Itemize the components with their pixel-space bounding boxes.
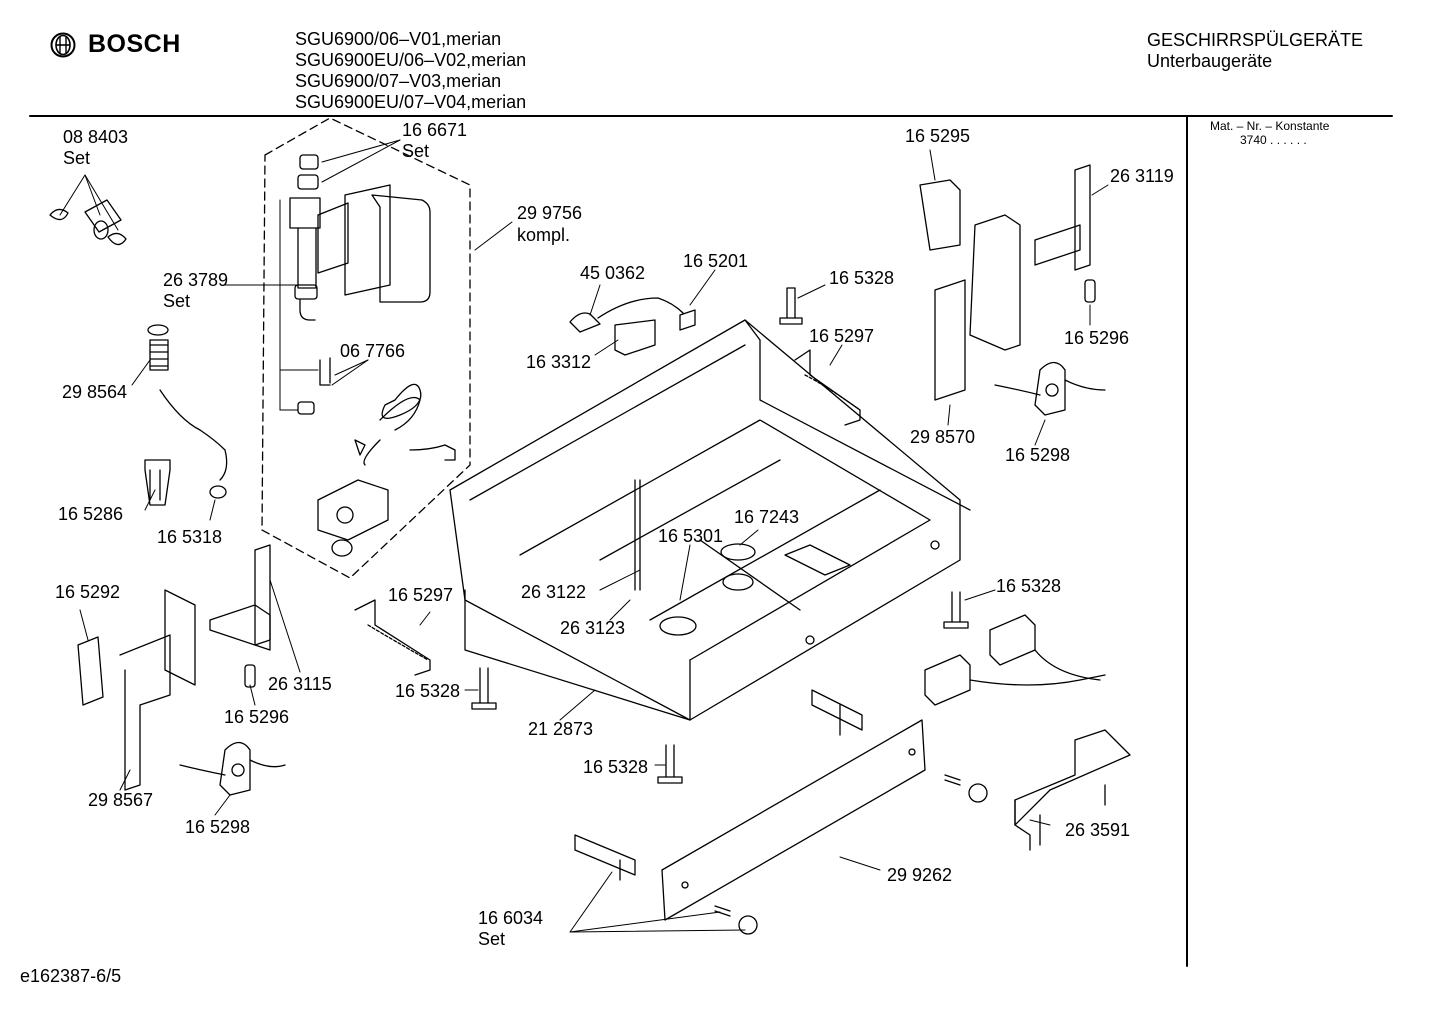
brand-block: BOSCH bbox=[50, 30, 181, 59]
part-label: 16 5298 bbox=[1005, 445, 1070, 465]
part-label: 16 5286 bbox=[58, 504, 123, 524]
spring-mid-drawing bbox=[354, 599, 431, 676]
part-label: 29 9756 bbox=[517, 203, 582, 223]
left-hinge-drawing bbox=[179, 741, 286, 796]
part-label: Set bbox=[402, 141, 429, 161]
part-label: 16 5328 bbox=[829, 268, 894, 288]
screw-bottom-drawing bbox=[657, 744, 683, 784]
part-label: Set bbox=[163, 291, 190, 311]
hose-clamp-set-drawing bbox=[49, 199, 127, 246]
part-label: 16 5301 bbox=[658, 526, 723, 546]
part-label: 06 7766 bbox=[340, 341, 405, 361]
part-label: 26 3591 bbox=[1065, 820, 1130, 840]
screw-cap-drawing bbox=[714, 774, 988, 935]
brand-name: BOSCH bbox=[88, 30, 181, 58]
part-label: 16 5296 bbox=[1064, 328, 1129, 348]
part-label: 26 3122 bbox=[521, 582, 586, 602]
control-bracket-drawing bbox=[1014, 729, 1131, 851]
part-label: kompl. bbox=[517, 225, 570, 245]
part-label: 16 5297 bbox=[388, 585, 453, 605]
category-subtitle: Unterbaugeräte bbox=[1147, 51, 1273, 71]
konstante-value: 3740 . . . . . . bbox=[1240, 133, 1307, 147]
part-label: 16 5328 bbox=[996, 576, 1061, 596]
valve-assembly-drawing bbox=[289, 154, 456, 557]
part-label: 45 0362 bbox=[580, 263, 645, 283]
screw-left-drawing bbox=[471, 667, 497, 710]
model-line: SGU6900EU/06–V02,merian bbox=[295, 50, 527, 70]
right-hinge-drawing bbox=[994, 361, 1106, 416]
left-side-bracket-drawing bbox=[77, 544, 271, 791]
part-label: 16 3312 bbox=[526, 352, 591, 372]
part-label: 16 5297 bbox=[809, 326, 874, 346]
model-line: SGU6900/07–V03,merian bbox=[295, 71, 502, 91]
part-label: Set bbox=[478, 929, 505, 949]
base-tub-drawing bbox=[449, 319, 971, 721]
part-label: 21 2873 bbox=[528, 719, 593, 739]
part-label: 29 8567 bbox=[88, 790, 153, 810]
part-label: 29 8564 bbox=[62, 382, 127, 402]
leader-lines bbox=[59, 139, 1109, 933]
screw-right-drawing bbox=[943, 591, 969, 629]
part-label: 16 5201 bbox=[683, 251, 748, 271]
part-label: 26 3123 bbox=[560, 618, 625, 638]
part-label: 16 5318 bbox=[157, 527, 222, 547]
part-label: Set bbox=[63, 148, 90, 168]
right-side-bracket-drawing bbox=[919, 164, 1096, 401]
drawing-reference: e162387-6/5 bbox=[20, 966, 122, 986]
konstante-label: Mat. – Nr. – Konstante bbox=[1210, 119, 1330, 133]
category-title: GESCHIRRSPÜLGERÄTE bbox=[1147, 30, 1364, 50]
part-label: 26 3115 bbox=[268, 674, 332, 694]
part-label: 29 9262 bbox=[887, 865, 952, 885]
model-list: SGU6900/06–V01,merian SGU6900EU/06–V02,m… bbox=[295, 29, 526, 113]
screw-top-drawing bbox=[779, 287, 803, 325]
part-label: 26 3119 bbox=[1110, 166, 1174, 186]
part-label: 16 7243 bbox=[734, 507, 799, 527]
spring-top-drawing bbox=[794, 349, 861, 426]
wiring-harness-drawing bbox=[924, 614, 1106, 706]
part-label: 29 8570 bbox=[910, 427, 975, 447]
part-labels: 08 8403 Set 16 6671 Set 29 9756 kompl. 2… bbox=[55, 120, 1174, 949]
comb-bracket-drawing bbox=[574, 834, 636, 881]
part-label: 16 5328 bbox=[395, 681, 460, 701]
part-label: 16 6034 bbox=[478, 908, 543, 928]
part-label: 16 5295 bbox=[905, 126, 970, 146]
kick-plate-drawing bbox=[661, 719, 926, 921]
part-label: 16 6671 bbox=[402, 120, 467, 140]
assembly-outline-dashed bbox=[261, 117, 471, 579]
bosch-logo-icon bbox=[50, 32, 76, 57]
connector-set-drawing bbox=[569, 297, 696, 356]
clip-drawing bbox=[144, 459, 171, 506]
konstante-block: Mat. – Nr. – Konstante 3740 . . . . . . bbox=[1210, 119, 1329, 147]
category-block: GESCHIRRSPÜLGERÄTE Unterbaugeräte bbox=[1147, 30, 1363, 72]
drain-hose-drawing bbox=[147, 324, 228, 499]
model-line: SGU6900/06–V01,merian bbox=[295, 29, 502, 49]
part-label: 16 5296 bbox=[224, 707, 289, 727]
part-label: 16 5292 bbox=[55, 582, 120, 602]
model-line: SGU6900EU/07–V04,merian bbox=[295, 92, 527, 112]
part-label: 26 3789 bbox=[163, 270, 228, 290]
part-label: 16 5298 bbox=[185, 817, 250, 837]
plate-bracket-drawing bbox=[811, 689, 863, 736]
part-label: 16 5328 bbox=[583, 757, 648, 777]
part-label: 08 8403 bbox=[63, 127, 128, 147]
